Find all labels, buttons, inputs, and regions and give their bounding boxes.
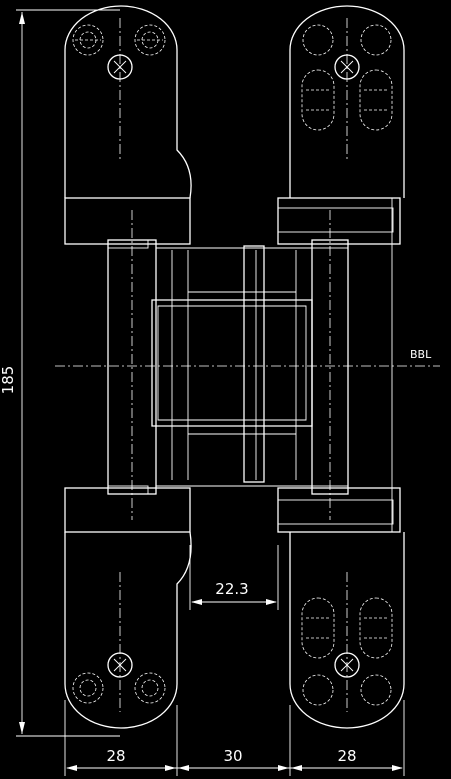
width-right-label: 28 bbox=[337, 747, 356, 765]
right-blade-top bbox=[289, 5, 405, 198]
hinge-body bbox=[64, 197, 401, 533]
width-left-label: 28 bbox=[106, 747, 125, 765]
offset-dimension: 22.3 bbox=[189, 545, 279, 610]
center-lines bbox=[55, 18, 440, 712]
width-middle-label: 30 bbox=[223, 747, 242, 765]
bbl-label: BBL bbox=[410, 348, 432, 361]
left-blade-top bbox=[64, 5, 192, 199]
left-blade-bottom bbox=[64, 531, 192, 729]
width-dimensions: 28 30 28 bbox=[64, 700, 405, 776]
height-dimension: 185 bbox=[0, 9, 120, 737]
height-dimension-label: 185 bbox=[0, 366, 17, 395]
offset-dimension-label: 22.3 bbox=[215, 580, 248, 598]
